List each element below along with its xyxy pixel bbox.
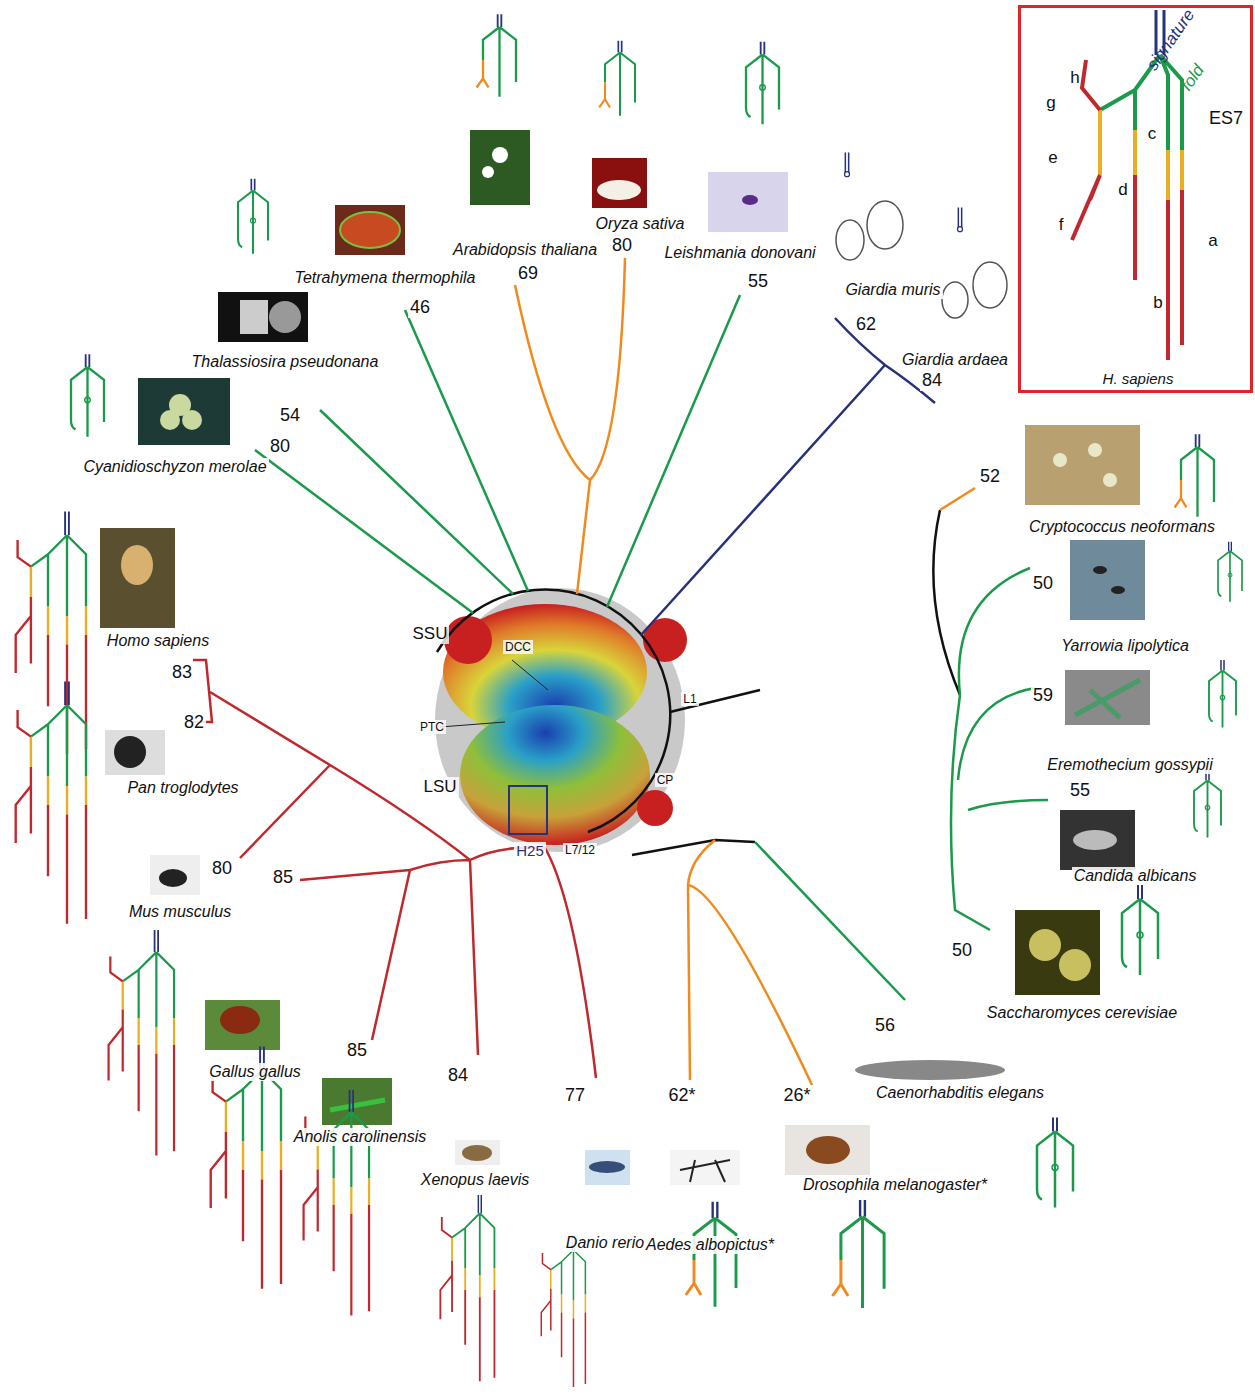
node-text: d	[1118, 180, 1127, 200]
species-name: Tetrahymena thermophila	[293, 269, 478, 287]
node-text: c	[1148, 124, 1157, 144]
region-box: H25	[508, 785, 548, 835]
structure-label: CP	[655, 773, 676, 787]
species-name: Drosophila melanogaster*	[801, 1176, 989, 1194]
species-name: Yarrowia lipolytica	[1059, 637, 1191, 655]
structure-label: DCC	[503, 640, 533, 654]
species-name: Homo sapiens	[105, 632, 211, 650]
species-name: Candida albicans	[1072, 867, 1199, 885]
species-name: Cyanidioschyzon merolae	[81, 458, 268, 476]
support-value: 85	[271, 867, 295, 888]
support-value: 83	[170, 662, 194, 683]
species-name: Arabidopsis thaliana	[451, 241, 599, 259]
species-name: Cryptococcus neoformans	[1027, 518, 1217, 536]
support-value: 77	[563, 1085, 587, 1106]
node-text: a	[1208, 231, 1217, 251]
structure-label: L7/12	[563, 843, 597, 857]
inset-panel: signaturefoldhgcES7edfabH. sapiens	[1018, 5, 1253, 393]
node-text: fold	[1177, 61, 1209, 95]
support-value: 85	[345, 1040, 369, 1061]
support-value: 52	[978, 466, 1002, 487]
node-text: e	[1048, 148, 1057, 168]
structure-label: SSU	[411, 624, 450, 644]
support-value: 80	[610, 235, 634, 256]
species-name: Aedes albopictus*	[644, 1236, 776, 1254]
support-value: 50	[950, 940, 974, 961]
support-value: 62	[854, 314, 878, 335]
support-value: 59	[1031, 685, 1055, 706]
support-value: 56	[873, 1015, 897, 1036]
node-text: h	[1070, 68, 1079, 88]
support-value: 46	[408, 297, 432, 318]
species-name: Pan troglodytes	[125, 779, 240, 797]
node-text: H. sapiens	[1103, 370, 1174, 387]
species-name: Thalassiosira pseudonana	[190, 353, 381, 371]
species-name: Danio rerio	[564, 1234, 646, 1252]
node-text: ES7	[1209, 108, 1243, 129]
structure-label: PTC	[418, 720, 446, 734]
node-text: f	[1059, 215, 1064, 235]
structure-label: L1	[681, 692, 698, 706]
support-value: 82	[182, 712, 206, 733]
species-name: Caenorhabditis elegans	[874, 1084, 1046, 1102]
species-name: Anolis carolinensis	[292, 1128, 429, 1146]
node-text: H25	[514, 842, 546, 859]
support-value: 50	[1031, 573, 1055, 594]
species-name: Leishmania donovani	[662, 244, 817, 262]
support-value: 80	[268, 436, 292, 457]
species-name: Saccharomyces cerevisiae	[985, 1004, 1179, 1022]
support-value: 26*	[781, 1085, 812, 1106]
species-name: Giardia muris	[843, 281, 942, 299]
species-name: Xenopus laevis	[419, 1171, 532, 1189]
node-text: b	[1153, 293, 1162, 313]
species-name: Gallus gallus	[207, 1063, 303, 1081]
support-value: 55	[746, 271, 770, 292]
species-name: Oryza sativa	[594, 215, 687, 233]
node-text: g	[1046, 93, 1055, 113]
support-value: 69	[516, 263, 540, 284]
support-value: 84	[920, 370, 944, 391]
support-value: 62*	[666, 1085, 697, 1106]
support-value: 54	[278, 405, 302, 426]
species-name: Giardia ardaea	[900, 351, 1010, 369]
species-name: Eremothecium gossypii	[1045, 756, 1214, 774]
support-value: 84	[446, 1065, 470, 1086]
structure-label: LSU	[421, 777, 458, 797]
support-value: 55	[1068, 780, 1092, 801]
species-name: Mus musculus	[127, 903, 233, 921]
support-value: 80	[210, 858, 234, 879]
